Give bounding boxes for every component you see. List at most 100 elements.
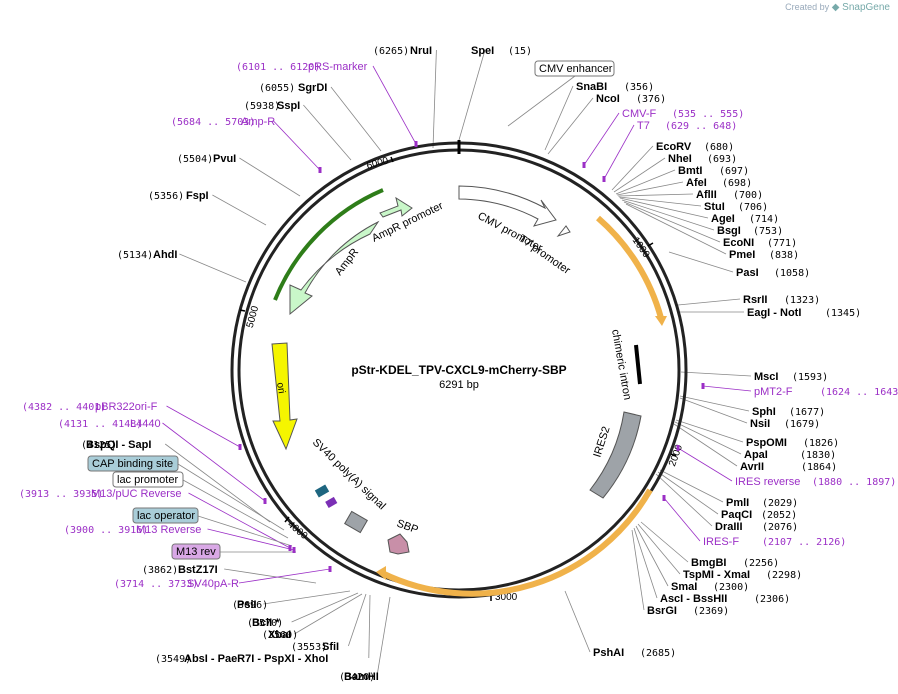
site-bspqi: (4125)BspQI - SapI	[81, 439, 151, 451]
svg-text:6000: 6000	[365, 155, 390, 171]
svg-text:AflII: AflII	[696, 189, 717, 201]
svg-text:ApaI: ApaI	[744, 449, 768, 461]
snapgene-credit: Created by ◆ SnapGene	[785, 2, 890, 13]
svg-text:(1864): (1864)	[801, 462, 837, 473]
svg-text:IRES reverse: IRES reverse	[735, 476, 800, 488]
orange-feature-bottom-arrow	[376, 566, 386, 580]
svg-text:(3553): (3553)	[291, 642, 327, 653]
site-psii: (3696)PsiI	[232, 599, 268, 611]
svg-text:(1624 .. 1643): (1624 .. 1643)	[820, 387, 898, 398]
site-bmgbi: (2256)BmgBI	[691, 557, 779, 569]
site-eagi: (1345) EagI - NotI	[747, 307, 861, 319]
cmv-promoter-arrow	[458, 185, 557, 227]
amp-green-arc	[273, 188, 384, 301]
svg-text:EcoNI: EcoNI	[723, 237, 754, 249]
svg-text:(753): (753)	[753, 226, 783, 237]
svg-text:(5504): (5504)	[177, 154, 213, 165]
ori-label: ori	[274, 382, 287, 395]
svg-text:(1830): (1830)	[800, 450, 836, 461]
site-afei: (698)AfeI	[686, 177, 752, 189]
svg-text:BsrGI: BsrGI	[647, 605, 677, 617]
chimeric-intron-label: chimeric intron	[609, 328, 633, 401]
svg-text:SpeI: SpeI	[471, 45, 494, 57]
svg-text:(693): (693)	[707, 154, 737, 165]
svg-text:TspMI - XmaI: TspMI - XmaI	[683, 569, 750, 581]
svg-text:SmaI: SmaI	[671, 581, 697, 593]
site-apai: (1830) ApaI	[744, 449, 836, 461]
svg-text:SspI: SspI	[277, 100, 300, 112]
site-agei: (714)AgeI	[711, 213, 779, 225]
svg-text:PmeI: PmeI	[729, 249, 755, 261]
svg-text:pRS-marker: pRS-marker	[308, 61, 368, 73]
svg-text:EcoRV: EcoRV	[656, 141, 692, 153]
svg-text:(706): (706)	[738, 202, 768, 213]
svg-text:DraIII: DraIII	[715, 521, 743, 533]
svg-text:lac operator: lac operator	[137, 510, 195, 522]
site-sgrdi: (6055)SgrDI	[259, 82, 327, 94]
t7-promoter-label: T7 promoter	[516, 233, 572, 277]
svg-text:(5938): (5938)	[244, 101, 280, 112]
site-rsrii: (1323) RsrII	[743, 294, 820, 306]
svg-text:(3696): (3696)	[232, 600, 268, 611]
svg-text:AvrII: AvrII	[740, 461, 764, 473]
svg-text:RsrII: RsrII	[743, 294, 767, 306]
lac-promoter-box: lac promoter	[112, 471, 184, 488]
site-econi: (771) EcoNI	[723, 237, 797, 249]
site-xbai: (3560)XbaI	[262, 629, 298, 641]
svg-text:PasI: PasI	[736, 267, 759, 279]
svg-text:(15): (15)	[508, 46, 532, 57]
site-sspi: (5938)SspI	[244, 100, 300, 112]
ampr-arrow	[289, 220, 380, 316]
primer-m13rev: (3900 .. 3916)M13 Reverse	[64, 524, 201, 536]
plasmid-size: 6291 bp	[439, 379, 479, 391]
svg-text:(1345): (1345)	[825, 308, 861, 319]
svg-text:(2369): (2369)	[693, 606, 729, 617]
svg-text:SfiI: SfiI	[322, 641, 339, 653]
site-nsii: (1679)NsiI	[750, 418, 820, 430]
svg-text:BspQI - SapI: BspQI - SapI	[86, 439, 151, 451]
svg-text:pBR322ori-F: pBR322ori-F	[95, 401, 158, 413]
svg-text:AbsI - PaeR7I - PspXI - XhoI: AbsI - PaeR7I - PspXI - XhoI	[184, 653, 328, 665]
tick-6000: 6000	[365, 155, 394, 172]
svg-text:AhdI: AhdI	[153, 249, 177, 261]
ori-arrow	[271, 342, 298, 451]
sbp-arrow	[387, 533, 410, 555]
primer-l4440: (4131 .. 4148)L4440	[58, 418, 161, 430]
svg-text:StuI: StuI	[704, 201, 725, 213]
site-bmti: (697)BmtI	[678, 165, 749, 177]
svg-text:(6055): (6055)	[259, 83, 295, 94]
primer-cmvf: (535 .. 555)CMV-F	[622, 108, 744, 120]
svg-text:BsgI: BsgI	[717, 225, 741, 237]
svg-text:(5684 .. 5703): (5684 .. 5703)	[171, 117, 255, 128]
site-aflii: (700)AflII	[696, 189, 763, 201]
svg-text:(3862): (3862)	[142, 565, 178, 576]
svg-text:PsiI: PsiI	[237, 599, 257, 611]
primer-ampr: (5684 .. 5703)Amp-R	[171, 116, 275, 128]
svg-text:(2256): (2256)	[743, 558, 779, 569]
orange-feature-top-arrow	[655, 316, 667, 326]
svg-text:(5356): (5356)	[148, 191, 184, 202]
svg-text:(1593): (1593)	[792, 372, 828, 383]
svg-text:(1058): (1058)	[774, 268, 810, 279]
svg-text:EagI - NotI: EagI - NotI	[747, 307, 801, 319]
svg-text:(838): (838)	[769, 250, 799, 261]
primer-iresf: (2107 .. 2126)IRES-F	[703, 536, 846, 548]
svg-text:(356): (356)	[624, 82, 654, 93]
site-bamhi: (3420)BamHI	[339, 671, 379, 683]
site-asci: (2306)AscI - BssHII	[660, 593, 790, 605]
svg-text:(771): (771)	[767, 238, 797, 249]
svg-text:(535 .. 555): (535 .. 555)	[672, 109, 744, 120]
site-pshai: (2685)PshAI	[593, 647, 676, 659]
site-ecorv: (680)EcoRV	[656, 141, 734, 153]
svg-text:3000: 3000	[495, 592, 518, 603]
svg-text:(2052): (2052)	[761, 510, 797, 521]
svg-text:(714): (714)	[749, 214, 779, 225]
svg-text:PaqCI: PaqCI	[721, 509, 752, 521]
site-snabi: (356) SnaBI	[576, 81, 654, 93]
svg-text:(3420): (3420)	[339, 672, 375, 683]
svg-text:(1679): (1679)	[784, 419, 820, 430]
svg-text:SnaBI: SnaBI	[576, 81, 607, 93]
svg-text:(2076): (2076)	[762, 522, 798, 533]
svg-text:(1323): (1323)	[784, 295, 820, 306]
svg-text:(2685): (2685)	[640, 648, 676, 659]
